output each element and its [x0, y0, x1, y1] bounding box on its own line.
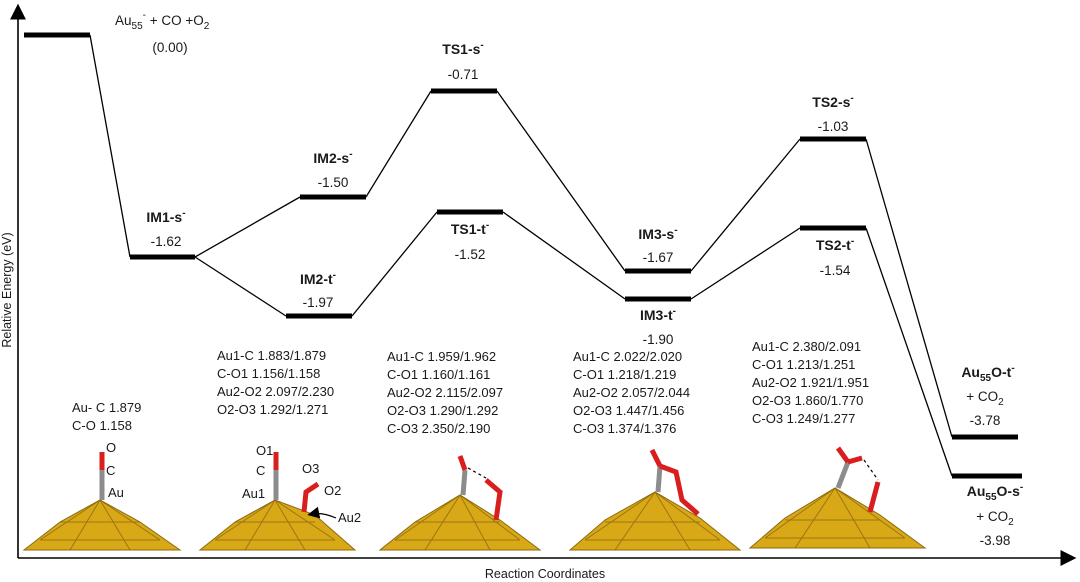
prodt-name: Au55O-t- — [961, 363, 1014, 384]
svg-text:C: C — [256, 463, 265, 478]
structures: O C Au O1 C O3 O2 Au1 Au2 — [22, 440, 927, 551]
im1s-energy: -1.62 — [151, 234, 182, 249]
structure-3 — [378, 455, 542, 551]
ts1s-energy: -0.71 — [448, 67, 479, 82]
svg-text:Au: Au — [108, 485, 124, 500]
ts2s-energy: -1.03 — [818, 119, 849, 134]
im2s-name: IM2-s- — [313, 149, 352, 166]
ts2t-name: TS2-t- — [816, 236, 854, 253]
gold-cluster — [22, 499, 182, 551]
structure-4 — [568, 448, 742, 551]
im2s-energy: -1.50 — [318, 175, 349, 190]
prodt-plus: + CO2 — [966, 389, 1004, 408]
ts1t-energy: -1.52 — [455, 247, 486, 262]
connector — [865, 227, 953, 477]
connector — [502, 211, 626, 300]
im3s-name: IM3-s- — [638, 225, 677, 242]
ts1t-name: TS1-t- — [451, 220, 489, 237]
connector — [194, 256, 287, 317]
gold-cluster — [748, 487, 927, 549]
geometry-text: Au- C 1.879 C-O 1.158 Au1-C 1.883/1.879 … — [72, 339, 873, 436]
connector — [365, 90, 432, 198]
x-axis-title: Reaction Coordinates — [485, 567, 605, 581]
geometry-block-2: Au1-C 1.883/1.879 C-O1 1.156/1.158 Au2-O… — [217, 348, 338, 417]
gold-cluster — [568, 491, 742, 551]
structure-5 — [748, 446, 927, 549]
svg-text:O2: O2 — [324, 483, 341, 498]
ts2s-name: TS2-s- — [812, 93, 853, 110]
connector — [194, 196, 301, 258]
im1s-name: IM1-s- — [146, 208, 185, 225]
connector — [496, 90, 626, 272]
connector-lines — [89, 34, 953, 477]
connector — [89, 34, 131, 258]
im3t-energy: -1.90 — [643, 332, 674, 347]
im3t-name: IM3-t- — [640, 306, 676, 323]
geometry-block-4: Au1-C 2.022/2.020 C-O1 1.218/1.219 Au2-O… — [573, 349, 694, 436]
structure-1: O C Au — [22, 440, 182, 551]
connector — [690, 138, 801, 272]
geometry-block-3: Au1-C 1.959/1.962 C-O1 1.160/1.161 Au2-O… — [387, 349, 507, 436]
svg-text:O: O — [106, 440, 116, 455]
prods-plus: + CO2 — [976, 509, 1014, 528]
connector — [690, 227, 801, 300]
ts1s-name: TS1-s- — [442, 40, 483, 57]
svg-text:C: C — [106, 463, 115, 478]
svg-text:Au1: Au1 — [242, 486, 265, 501]
start-name: Au55- + CO +O2 — [115, 10, 210, 32]
state-labels: Au55- + CO +O2 (0.00) IM1-s- -1.62 IM2-s… — [115, 10, 1023, 548]
svg-text:O3: O3 — [302, 461, 319, 476]
svg-text:Au2: Au2 — [338, 510, 361, 525]
ts2t-energy: -1.54 — [820, 263, 851, 278]
structure-2: O1 C O3 O2 Au1 Au2 — [198, 443, 361, 551]
prods-energy: -3.98 — [980, 533, 1011, 548]
connector — [865, 138, 953, 438]
im3s-energy: -1.67 — [643, 250, 674, 265]
geometry-block-5: Au1-C 2.380/2.091 C-O1 1.213/1.251 Au2-O… — [752, 339, 873, 426]
gold-cluster — [198, 499, 357, 551]
connector — [351, 211, 438, 317]
prodt-energy: -3.78 — [970, 413, 1001, 428]
svg-text:O1: O1 — [256, 443, 273, 458]
geometry-block-1: Au- C 1.879 C-O 1.158 — [72, 400, 145, 433]
im2t-energy: -1.97 — [303, 295, 334, 310]
im2t-name: IM2-t- — [300, 270, 336, 287]
prods-name: Au55O-s- — [967, 482, 1023, 503]
start-energy: (0.00) — [152, 40, 187, 55]
y-axis-title: Relative Energy (eV) — [0, 232, 14, 347]
energy-levels — [24, 32, 1022, 479]
